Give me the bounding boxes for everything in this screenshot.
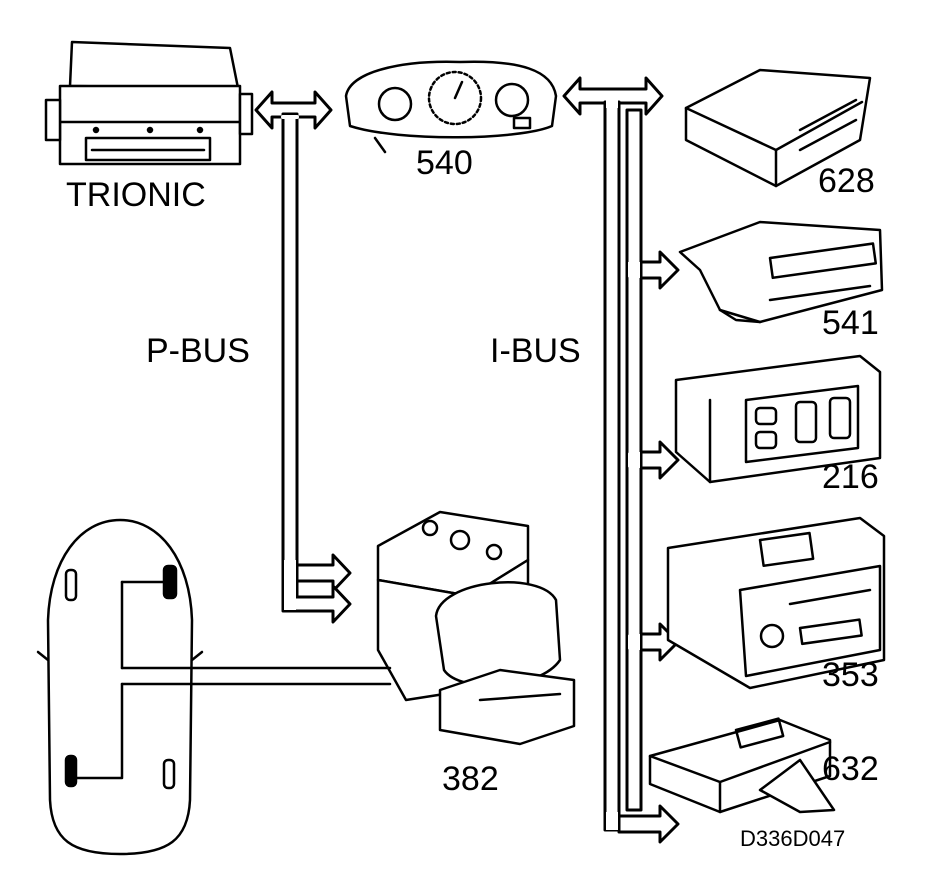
- i-bus-arrow-632: [617, 804, 680, 844]
- i-bus-vertical-outer: [603, 100, 621, 832]
- p-bus-top-arrow: [254, 90, 333, 130]
- trionic-label: TRIONIC: [66, 176, 206, 214]
- climate-control-216-icon: [674, 354, 882, 484]
- i-bus-arrow-216: [639, 440, 680, 480]
- label-353: 353: [822, 656, 879, 694]
- label-541: 541: [822, 304, 879, 342]
- trionic-ecu-icon: [44, 40, 254, 166]
- label-382: 382: [442, 760, 499, 798]
- wheel-sensor-lines: [120, 666, 392, 686]
- p-bus-arrow-382-lower: [281, 584, 352, 624]
- module-632-icon: [648, 717, 836, 814]
- p-bus-lines: [254, 90, 352, 624]
- drawing-id: D336D047: [740, 826, 846, 851]
- p-bus-vertical: [281, 112, 299, 606]
- p-bus-label: P-BUS: [146, 332, 250, 370]
- display-541-icon: [678, 220, 884, 324]
- label-216: 216: [822, 458, 879, 496]
- i-bus-lines: [562, 76, 680, 844]
- instrument-cluster-540-icon: [344, 60, 558, 154]
- i-bus-top-arrow: [562, 76, 664, 116]
- p-bus-arrow-382-upper: [295, 553, 352, 593]
- label-628: 628: [818, 162, 875, 200]
- module-628-icon: [684, 68, 872, 188]
- label-540: 540: [416, 144, 473, 182]
- car-top-view-icon: [36, 518, 204, 856]
- i-bus-label: I-BUS: [490, 332, 581, 370]
- i-bus-arrow-541: [639, 250, 680, 290]
- radio-353-icon: [666, 516, 886, 690]
- label-632: 632: [822, 750, 879, 788]
- abs-unit-382-icon: [376, 510, 576, 746]
